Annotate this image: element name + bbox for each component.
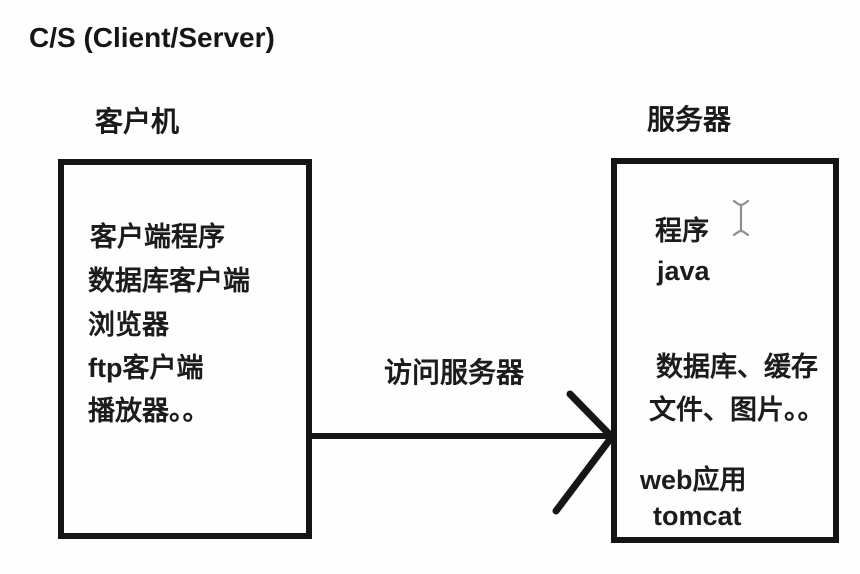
arrow-label: 访问服务器 [384, 357, 525, 388]
server-box [611, 158, 839, 543]
server-item-files-images: 文件、图片。。 [649, 395, 825, 425]
server-item-java: java [657, 256, 710, 286]
server-item-tomcat: tomcat [653, 501, 742, 531]
client-box-label: 客户机 [95, 106, 180, 137]
client-item-program: 客户端程序 [90, 222, 225, 252]
client-item-ftp: ftp客户端 [88, 353, 204, 383]
client-item-player: 播放器。。 [88, 396, 210, 426]
client-item-db-client: 数据库客户端 [88, 266, 250, 296]
client-box [58, 159, 312, 539]
server-item-web-app: web应用 [640, 465, 747, 495]
server-item-db-cache: 数据库、缓存 [656, 352, 818, 382]
server-box-label: 服务器 [647, 104, 732, 135]
diagram-title: C/S (Client/Server) [29, 22, 275, 53]
server-item-program: 程序 [655, 216, 709, 246]
client-item-browser: 浏览器 [88, 310, 169, 340]
